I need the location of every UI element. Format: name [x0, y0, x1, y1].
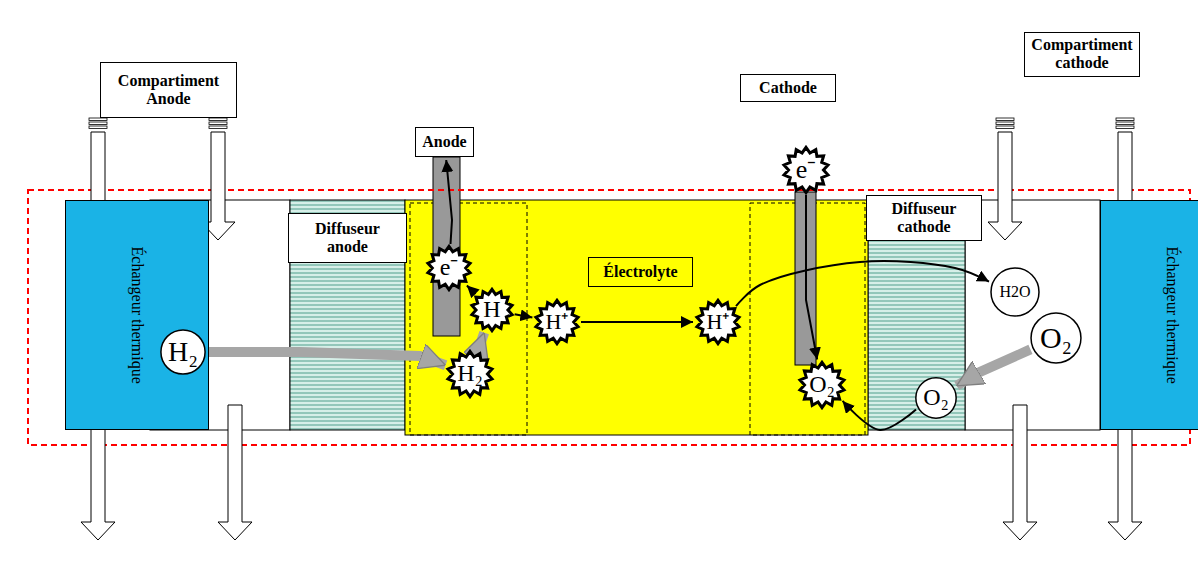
cathode-compartment [965, 200, 1100, 430]
node-text: Échangeur thermique [128, 246, 146, 383]
flow-connector [515, 314, 533, 317]
flow-arrows [81, 118, 1142, 540]
node-text: O₂ [1040, 321, 1072, 356]
flow-connector [581, 321, 693, 323]
arrow-tail-stripe [1116, 122, 1134, 125]
node-text: Cathode [759, 79, 817, 97]
particle-burst: H [471, 289, 513, 331]
flow-arrow [988, 132, 1022, 240]
species-circle: H2O [990, 267, 1040, 317]
node-text: H2O [999, 283, 1030, 301]
label-box: Anode [415, 127, 474, 157]
particle-burst: O₂ [799, 362, 845, 408]
label-box: Électrolyte [588, 257, 693, 287]
arrow-tail-stripe [89, 126, 107, 129]
node-text: O₂ [809, 371, 835, 399]
label-box: Diffuseur cathode [866, 195, 982, 241]
arrow-tail-stripe [996, 126, 1014, 129]
node-text: Diffuseur cathode [872, 200, 976, 237]
node-text: H⁺ [546, 309, 569, 334]
arrow-tail-stripe [89, 118, 107, 121]
node-text: e⁻ [440, 254, 459, 282]
label-box: Cathode [740, 74, 836, 102]
arrow-tail-stripe [89, 122, 107, 125]
species-circle: O₂ [915, 377, 957, 419]
flow-connector [208, 352, 446, 365]
flow-connector [736, 261, 989, 306]
species-circle: O₂ [1030, 312, 1082, 364]
particle-burst: H⁺ [696, 300, 740, 344]
arrow-tail-stripe [209, 118, 227, 121]
node-text: H₂ [168, 336, 198, 368]
flow-arrow [218, 405, 252, 540]
label-box: Diffuseur anode [288, 213, 407, 263]
arrow-tail-stripe [209, 122, 227, 125]
anode-electrode [433, 157, 460, 336]
particle-burst: H⁺ [535, 300, 579, 344]
flow-connector [957, 349, 1031, 385]
flow-connector [843, 401, 916, 430]
node-text: H [483, 296, 500, 324]
arrow-tail-stripe [996, 118, 1014, 121]
label-box: Compartiment cathode [1024, 32, 1140, 77]
node-text: Électrolyte [603, 263, 677, 281]
label-box: Compartiment Anode [100, 62, 237, 118]
node-text: H⁺ [707, 309, 730, 334]
node-text: Compartiment cathode [1030, 36, 1134, 73]
particle-burst: e⁻ [427, 246, 471, 290]
flow-connector [806, 195, 817, 359]
arrow-tail-stripe [1116, 118, 1134, 121]
flow-connector [446, 160, 452, 244]
node-text: H₂ [457, 360, 483, 388]
species-circle: H₂ [160, 329, 206, 375]
node-text: O₂ [923, 384, 949, 412]
node-text: Compartiment Anode [106, 72, 231, 109]
anode-catalyst-zone [410, 203, 527, 435]
flow-connector [467, 285, 476, 293]
arrow-tail-stripe [209, 126, 227, 129]
heat-exchanger-band: Échangeur thermique [1100, 200, 1198, 430]
node-text: Anode [422, 133, 466, 151]
arrow-tail-stripe [996, 122, 1014, 125]
node-text: e⁻ [796, 155, 817, 185]
node-text: Échangeur thermique [1163, 246, 1181, 383]
flow-arrow [1003, 405, 1037, 540]
arrow-tail-stripe [1116, 126, 1134, 129]
particle-burst: e⁻ [783, 147, 829, 193]
flow-connector [478, 333, 484, 351]
node-text: Diffuseur anode [294, 220, 401, 257]
particle-burst: H₂ [447, 351, 493, 397]
heat-exchanger-band: Échangeur thermique [65, 200, 209, 430]
